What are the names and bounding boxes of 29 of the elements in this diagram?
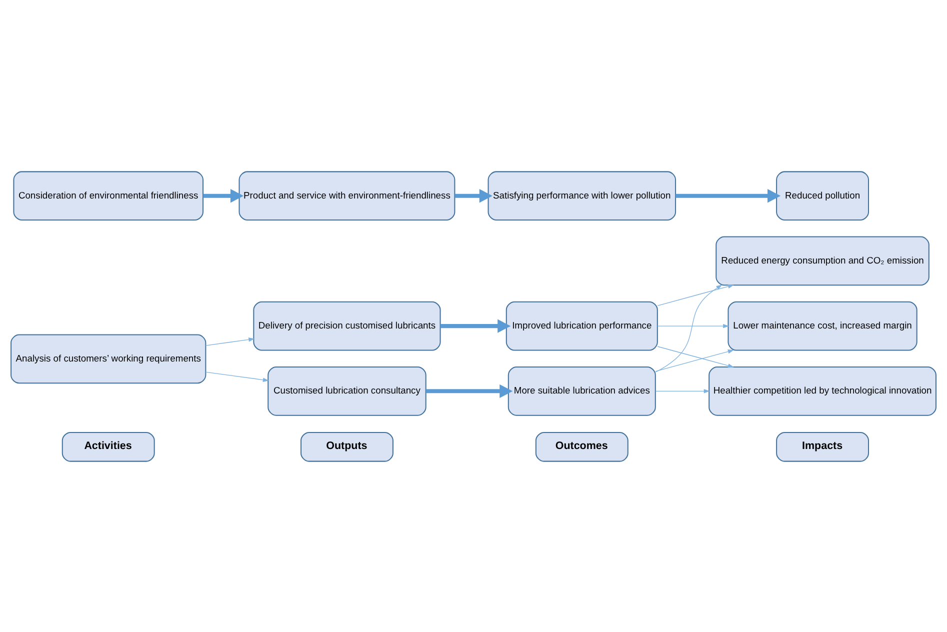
node-box: Outcomes xyxy=(535,431,628,462)
node-box: Reduced energy consumption and CO₂ emission xyxy=(716,236,930,286)
arrow xyxy=(655,388,710,393)
node-box: Consideration of environmental friendliness xyxy=(13,170,204,220)
arrow xyxy=(657,284,734,306)
node-box: Delivery of precision customised lubricants xyxy=(253,300,441,350)
arrow xyxy=(205,337,255,346)
arrow xyxy=(203,188,244,202)
arrow xyxy=(655,284,722,372)
node-box: Improved lubrication performance xyxy=(506,300,658,350)
node-box: Product and service with environment-friendliness xyxy=(238,170,456,220)
node-box: Impacts xyxy=(776,431,870,462)
arrow xyxy=(657,346,734,368)
arrow xyxy=(440,318,511,332)
node-box: Activities xyxy=(62,431,155,462)
arrow xyxy=(655,349,734,372)
arrow xyxy=(657,323,730,328)
node-box: More suitable lubrication advices xyxy=(508,366,656,416)
node-box: Customised lubrication consultancy xyxy=(268,366,426,416)
arrow xyxy=(205,371,269,382)
arrow xyxy=(426,384,513,398)
node-box: Healthier competition led by technological innovation xyxy=(708,366,936,416)
node-box: Satisfying performance with lower pollution xyxy=(488,170,676,220)
arrow xyxy=(676,188,781,202)
node-box: Lower maintenance cost, increased margin xyxy=(728,300,918,350)
arrow xyxy=(454,188,492,202)
node-box: Outputs xyxy=(300,431,394,462)
node-box: Analysis of customers’ working requirements xyxy=(10,334,206,384)
node-box: Reduced pollution xyxy=(776,170,870,220)
